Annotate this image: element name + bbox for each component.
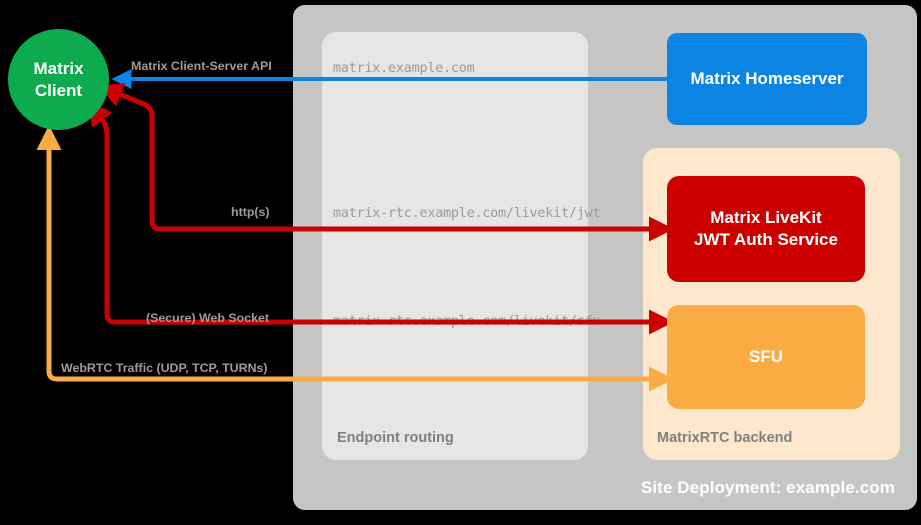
node-matrix-client-line1: Matrix — [33, 59, 84, 79]
wire-label-secure-websocket: (Secure) Web Socket — [146, 311, 270, 325]
wire-label-https: http(s) — [231, 205, 270, 219]
wire-webrtc-traffic — [36, 124, 667, 382]
wire-label-matrix-client-server-api: Matrix Client-Server API — [131, 59, 272, 73]
wire-secure-websocket — [86, 100, 667, 325]
wire-https — [97, 83, 667, 232]
node-matrix-homeserver-label: Matrix Homeserver — [690, 69, 844, 89]
node-jwt-auth-line2: JWT Auth Service — [694, 230, 838, 249]
endpoint-label-homeserver: matrix.example.com — [333, 61, 475, 76]
node-matrix-client[interactable]: Matrix Client — [8, 29, 109, 130]
endpoint-routing-label: Endpoint routing — [337, 430, 454, 446]
endpoint-routing-container: Endpoint routing — [322, 32, 588, 460]
node-sfu[interactable]: SFU — [667, 305, 865, 409]
site-deployment-label: Site Deployment: example.com — [640, 478, 895, 497]
endpoint-label-jwt: matrix-rtc.example.com/livekit/jwt — [333, 206, 601, 221]
wire-label-webrtc-traffic: WebRTC Traffic (UDP, TCP, TURNs) — [61, 361, 268, 375]
node-sfu-label: SFU — [749, 347, 783, 367]
node-matrix-homeserver[interactable]: Matrix Homeserver — [667, 33, 867, 125]
node-matrix-client-label: Matrix Client — [33, 58, 83, 101]
node-matrix-livekit-jwt-auth-service[interactable]: Matrix LiveKit JWT Auth Service — [667, 176, 865, 282]
node-matrix-client-line2: Client — [34, 80, 83, 100]
node-jwt-auth-line1: Matrix LiveKit — [710, 208, 822, 228]
matrixrtc-backend-label: MatrixRTC backend — [657, 430, 793, 446]
node-jwt-auth-label: Matrix LiveKit JWT Auth Service — [694, 207, 838, 251]
